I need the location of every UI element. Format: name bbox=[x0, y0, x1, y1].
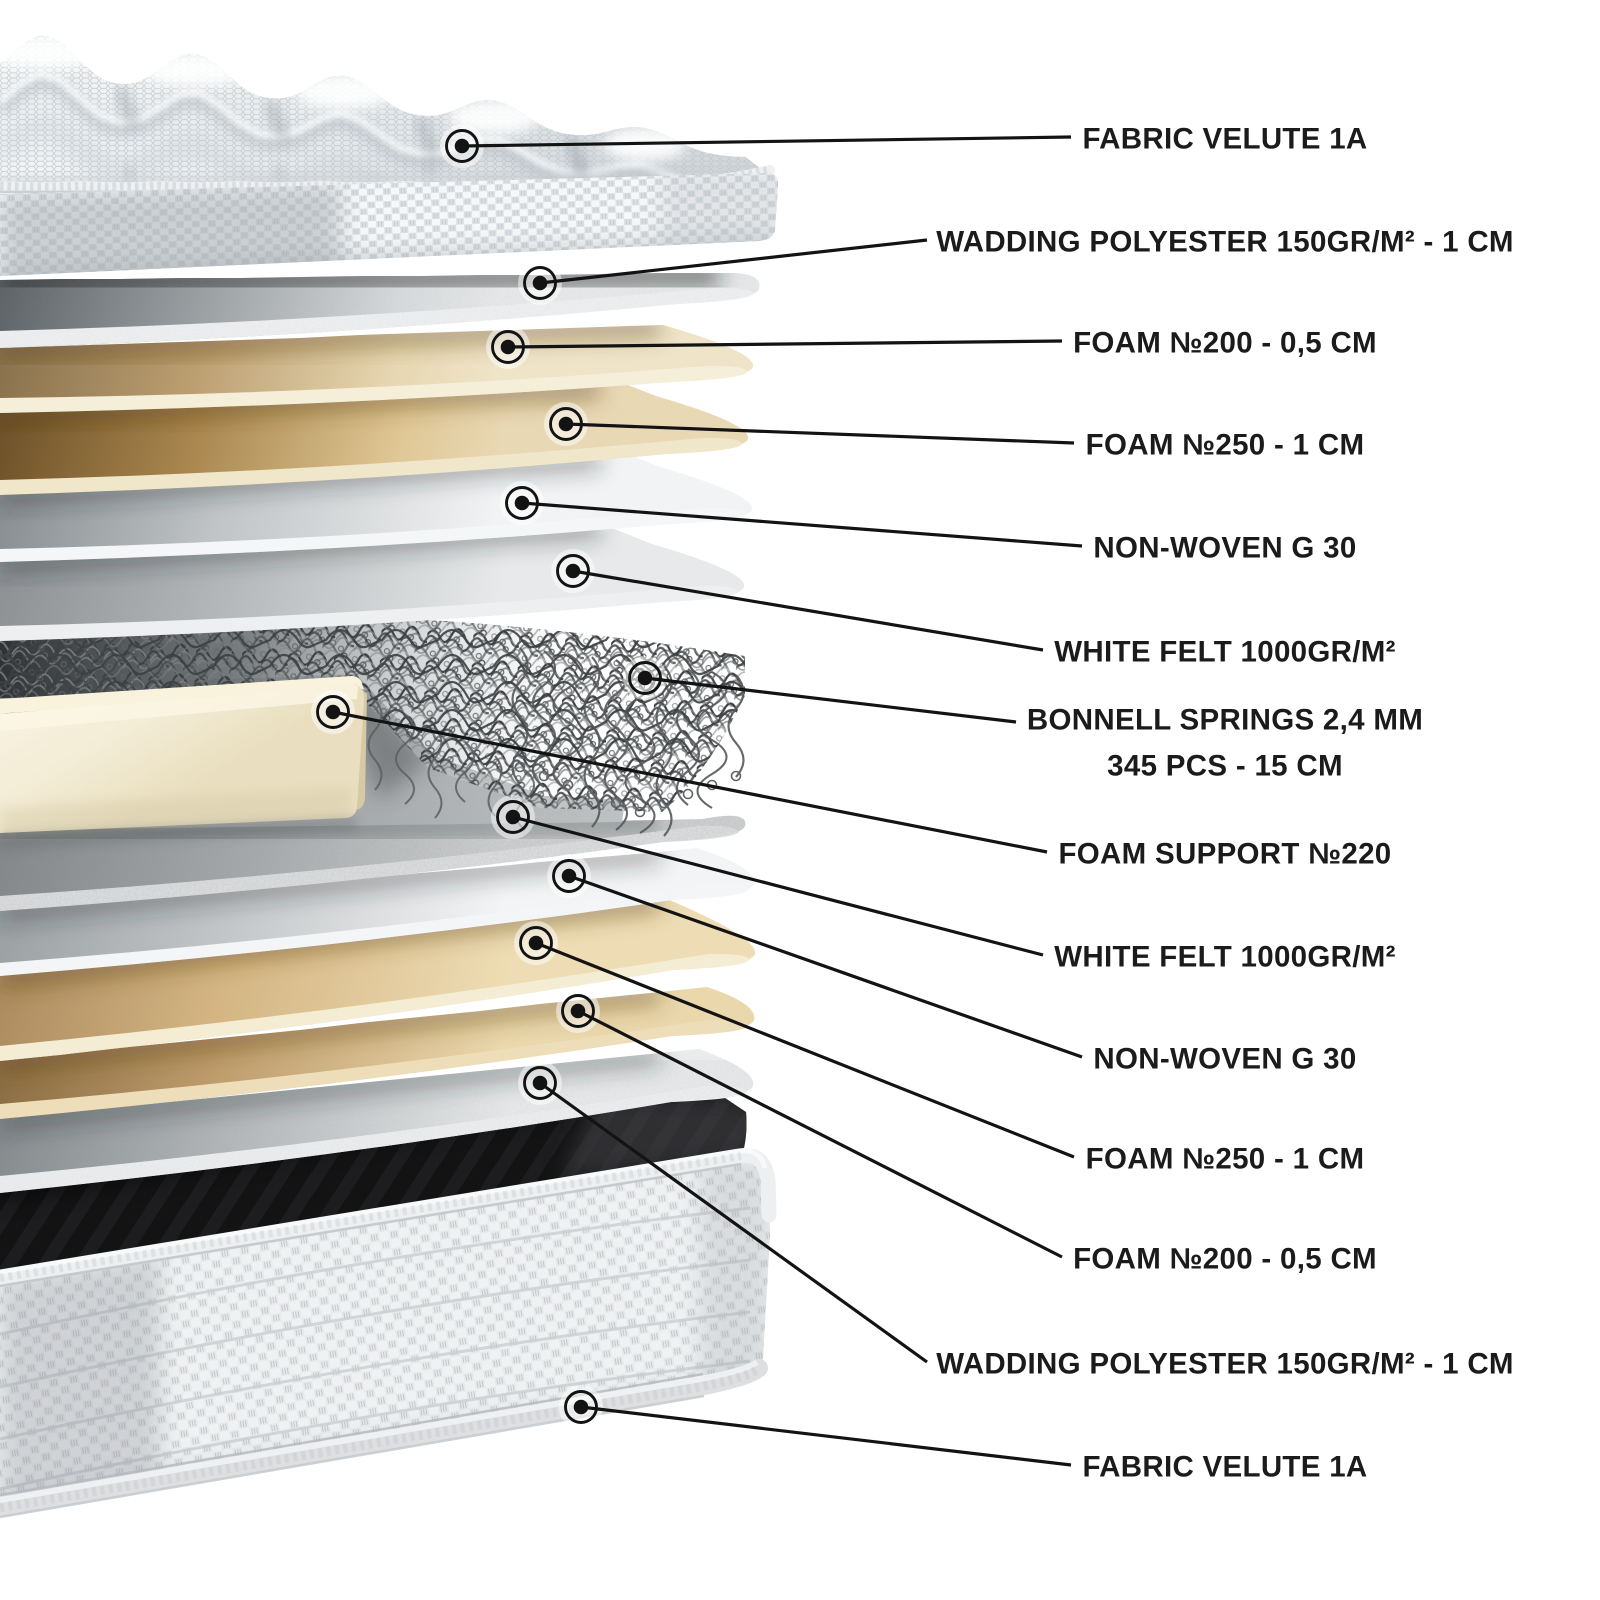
svg-text:345 PCS - 15 CM: 345 PCS - 15 CM bbox=[1107, 750, 1343, 783]
svg-text:WADDING POLYESTER 150GR/M² - 1: WADDING POLYESTER 150GR/M² - 1 CM bbox=[936, 1348, 1514, 1381]
svg-text:FOAM №200 - 0,5 CM: FOAM №200 - 0,5 CM bbox=[1073, 327, 1377, 360]
svg-text:FOAM SUPPORT №220: FOAM SUPPORT №220 bbox=[1058, 838, 1391, 871]
svg-text:NON-WOVEN G 30: NON-WOVEN G 30 bbox=[1093, 1043, 1356, 1076]
svg-text:WHITE FELT 1000GR/M²: WHITE FELT 1000GR/M² bbox=[1054, 941, 1395, 974]
svg-text:FOAM №200 - 0,5 CM: FOAM №200 - 0,5 CM bbox=[1073, 1243, 1377, 1276]
svg-text:NON-WOVEN G 30: NON-WOVEN G 30 bbox=[1093, 532, 1356, 565]
svg-text:WHITE FELT 1000GR/M²: WHITE FELT 1000GR/M² bbox=[1054, 636, 1395, 669]
svg-text:FOAM №250 - 1 CM: FOAM №250 - 1 CM bbox=[1086, 1143, 1365, 1176]
svg-text:WADDING POLYESTER 150GR/M² - 1: WADDING POLYESTER 150GR/M² - 1 CM bbox=[936, 226, 1514, 259]
svg-text:FABRIC VELUTE 1A: FABRIC VELUTE 1A bbox=[1082, 123, 1367, 156]
svg-text:FOAM №250 - 1 CM: FOAM №250 - 1 CM bbox=[1086, 429, 1365, 462]
svg-text:FABRIC VELUTE 1A: FABRIC VELUTE 1A bbox=[1082, 1451, 1367, 1484]
svg-text:BONNELL SPRINGS 2,4 MM: BONNELL SPRINGS 2,4 MM bbox=[1027, 704, 1423, 737]
